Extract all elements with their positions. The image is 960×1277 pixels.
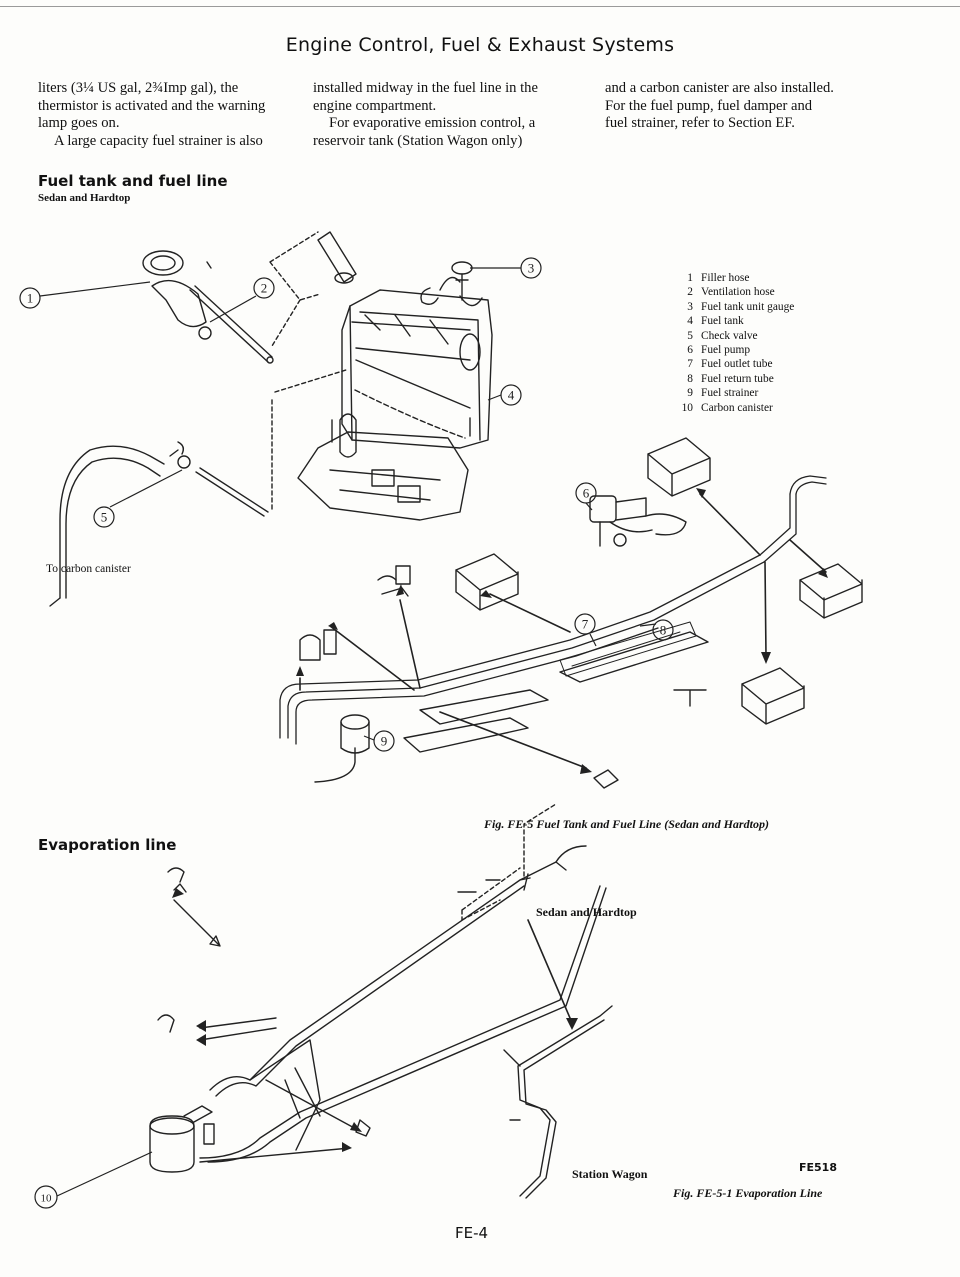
- text-line: thermistor is activated and the warning: [38, 97, 266, 114]
- text-line: installed midway in the fuel line in the: [313, 80, 538, 96]
- callout-label: 2: [261, 281, 268, 296]
- text-line: lamp goes on.: [38, 115, 120, 131]
- arrows-drawing: [299, 493, 827, 769]
- fuel-tank-drawing: [341, 289, 493, 449]
- section-subtitle: Sedan and Hardtop: [38, 192, 131, 204]
- callout-label: 3: [528, 261, 535, 276]
- callout-label: 6: [583, 486, 590, 501]
- callout-label: 5: [101, 510, 108, 525]
- station-wagon-label: Station Wagon: [572, 1167, 648, 1181]
- evaporation-line-drawing: [149, 803, 607, 1173]
- check-valve-drawing: [59, 441, 269, 599]
- page-header-title: Engine Control, Fuel & Exhaust Systems: [285, 34, 675, 56]
- text-line: For evaporative emission control, a: [329, 115, 536, 131]
- callout-markers: [19, 257, 674, 1209]
- callout-label: 10: [41, 1193, 53, 1205]
- to-carbon-canister-label: To carbon canister: [46, 563, 131, 575]
- top-rule: [0, 6, 960, 7]
- fuel-line-drawing: [279, 475, 827, 745]
- callout-label: 8: [660, 623, 667, 638]
- text-line: liters (3¼ US gal, 2¾Imp gal), the: [38, 80, 239, 96]
- text-line: and a carbon canister are also installed…: [605, 80, 834, 96]
- callout-label: 4: [508, 388, 515, 403]
- callout-label: 7: [582, 617, 589, 632]
- fuel-pump-drawing: [589, 495, 687, 547]
- filler-hose-drawing: [142, 250, 274, 364]
- text-column-3: and a carbon canister are also installed…: [605, 80, 925, 133]
- text-line: For the fuel pump, fuel damper and: [605, 97, 813, 114]
- page-number: FE-4: [455, 1224, 489, 1242]
- text-line: engine compartment.: [313, 97, 437, 114]
- callout-numbers: 1 2 3 4 5 6 7 8 9 10: [27, 261, 667, 1205]
- text-line: reservoir tank (Station Wagon only): [313, 132, 523, 149]
- section-title: Fuel tank and fuel line: [38, 172, 228, 190]
- text-line: A large capacity fuel strainer is also: [54, 132, 263, 149]
- text-column-1: liters (3¼ US gal, 2¾Imp gal), the therm…: [38, 80, 298, 150]
- callout-label: 1: [27, 291, 34, 306]
- text-line: fuel strainer, refer to Section EF.: [605, 115, 795, 131]
- figure-code: FE518: [799, 1161, 837, 1174]
- figure-caption-fe5-1: Fig. FE-5-1 Evaporation Line: [673, 1186, 823, 1200]
- callout-label: 9: [381, 734, 388, 749]
- sedan-hardtop-label: Sedan and Hardtop: [536, 905, 637, 919]
- mount-blocks-drawing: [299, 437, 863, 789]
- figure-caption-fe5: Fig. FE-5 Fuel Tank and Fuel Line (Sedan…: [484, 817, 769, 831]
- station-wagon-line-drawing: [503, 919, 613, 1199]
- evaporation-line-heading: Evaporation line: [38, 836, 177, 854]
- text-column-2: installed midway in the fuel line in the…: [313, 80, 593, 150]
- fuel-strainer-drawing: [314, 714, 370, 783]
